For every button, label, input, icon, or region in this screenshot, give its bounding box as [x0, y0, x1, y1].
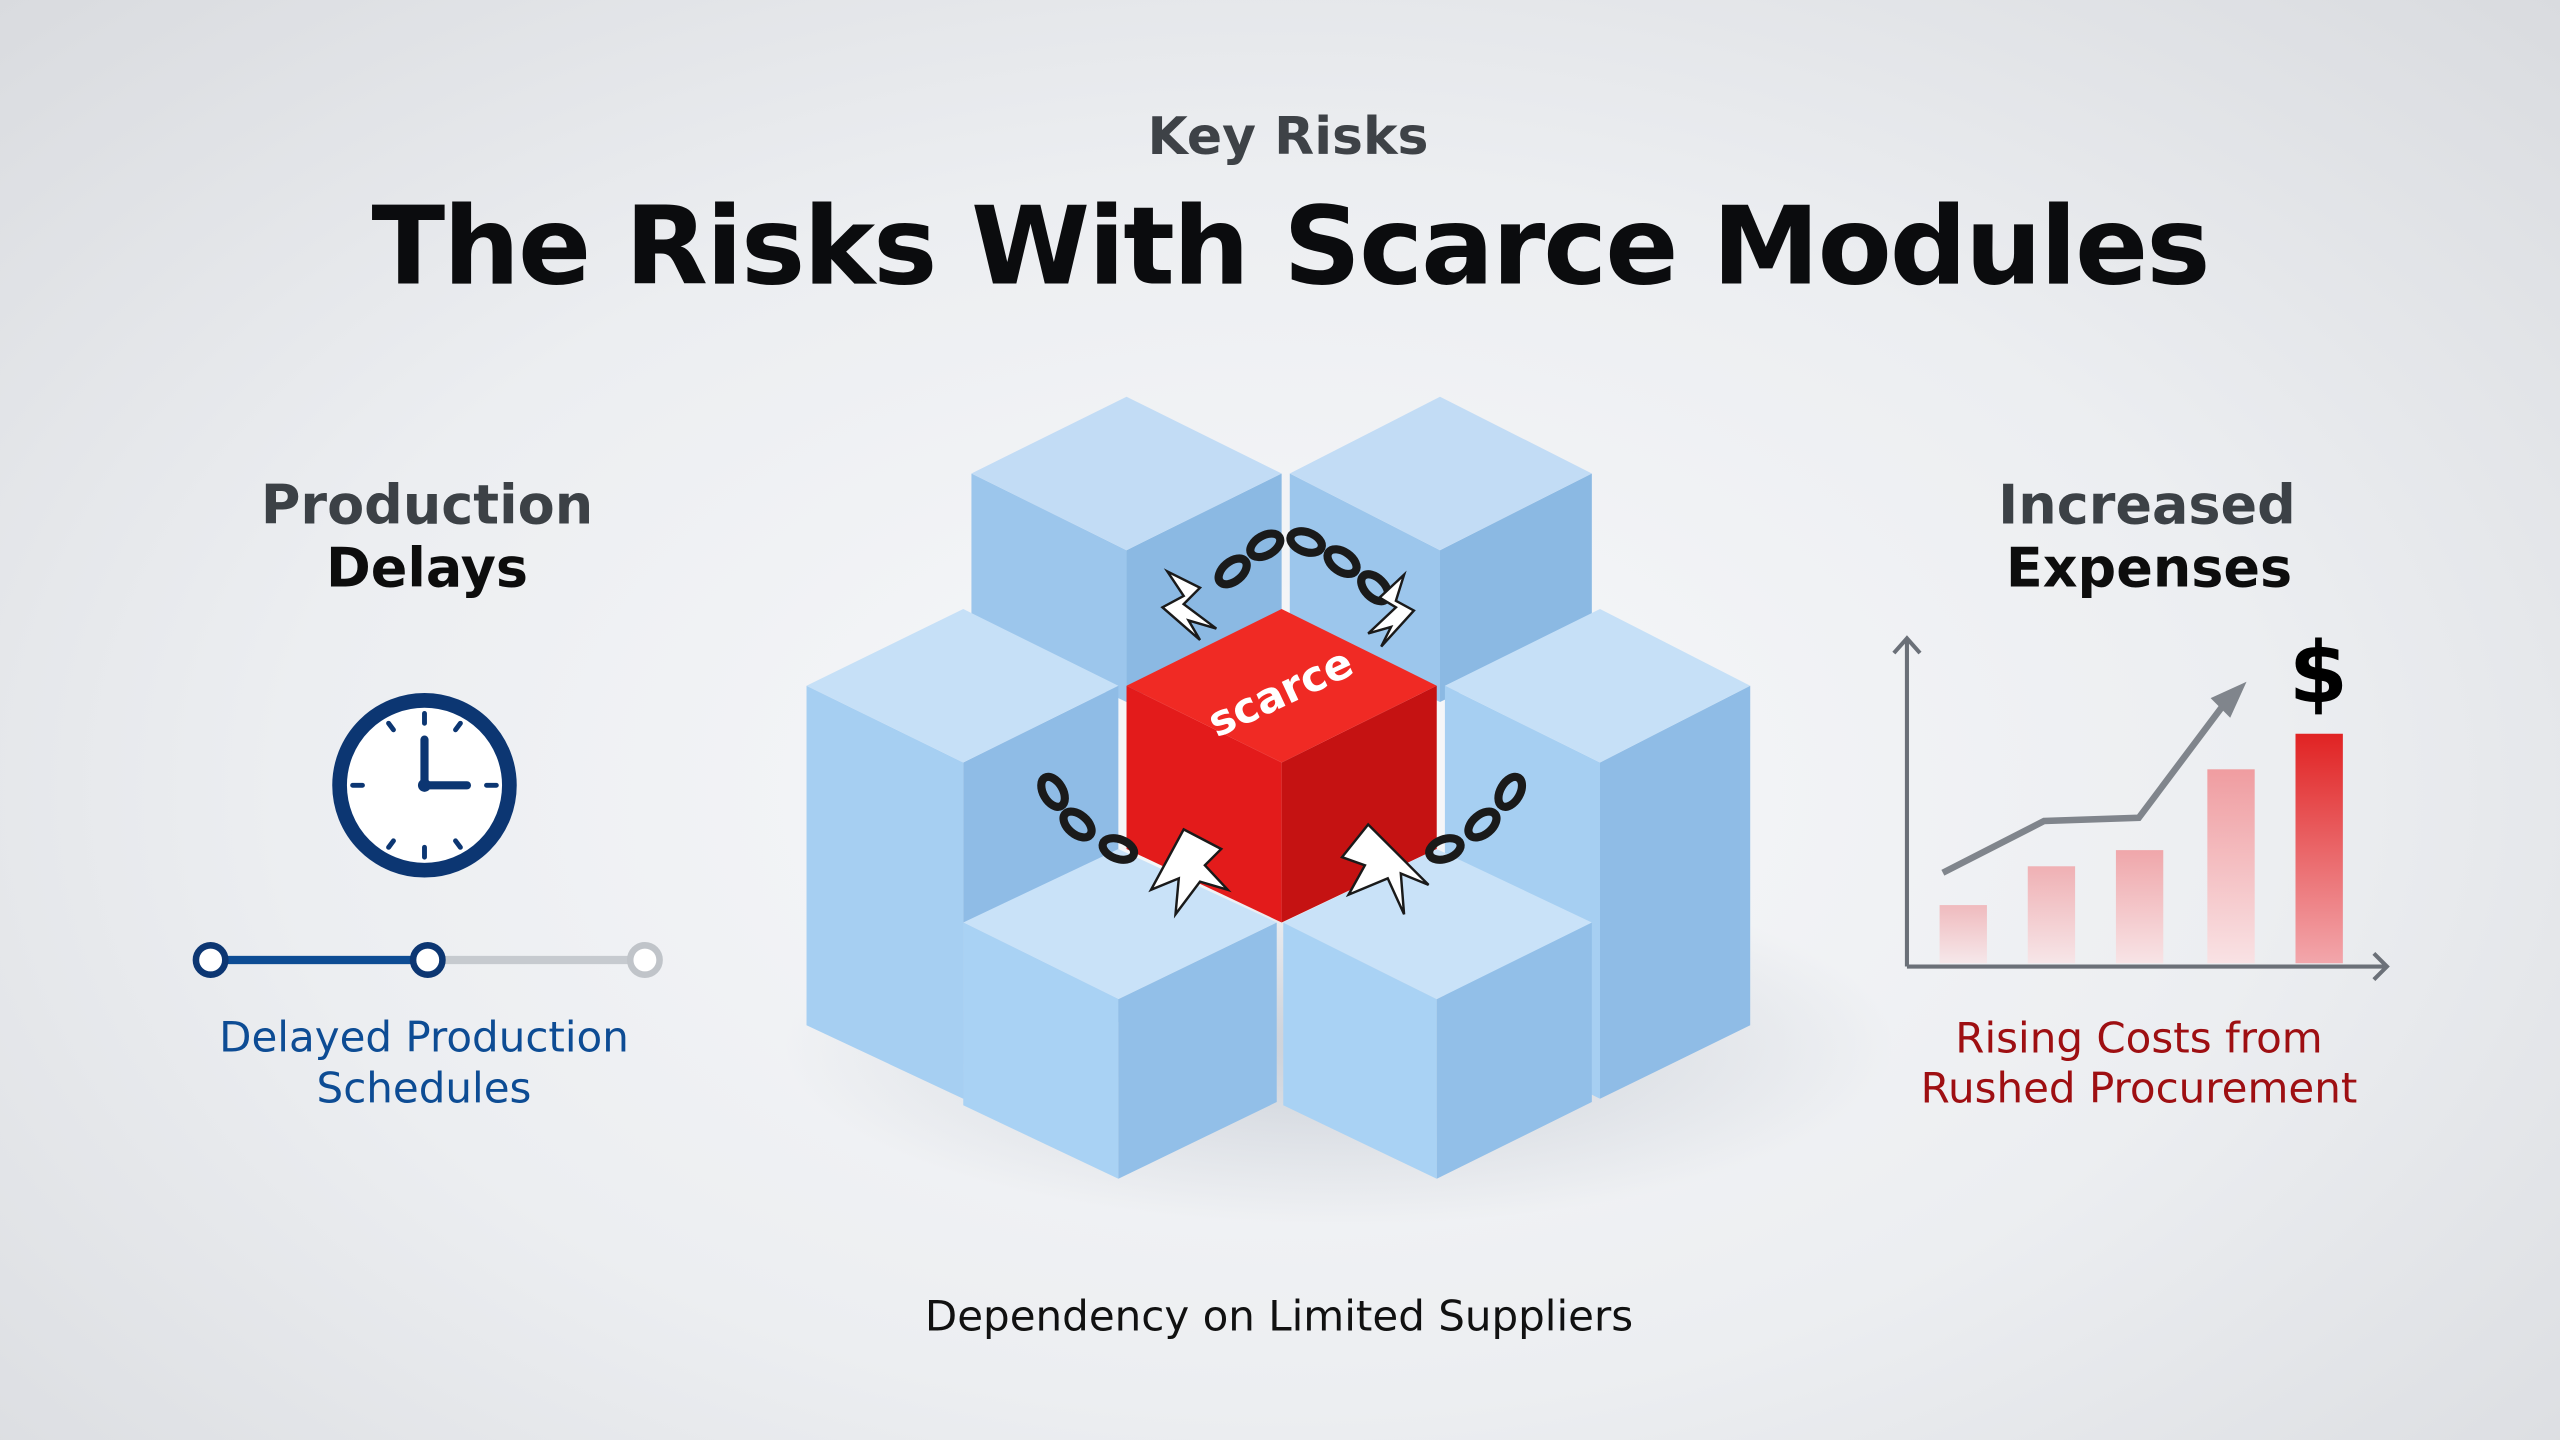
chart-bar — [2295, 733, 2343, 964]
production-heading-line1: Production — [260, 473, 594, 537]
footer-caption: Dependency on Limited Suppliers — [924, 1291, 1634, 1341]
progress-timeline — [192, 942, 663, 978]
module-blocks: scarce — [783, 396, 1894, 1225]
chain-icon — [1037, 527, 1527, 864]
progress-node-end — [626, 942, 663, 978]
cost-caption-line2: Rushed Procurement — [1920, 1063, 2358, 1113]
delay-caption-line2: Schedules — [316, 1063, 532, 1113]
clock-icon — [332, 693, 517, 878]
trend-line — [1941, 702, 2227, 876]
chart-bar — [2207, 769, 2255, 964]
page-title: The Risks With Scarce Modules — [371, 184, 2210, 310]
chart-bar — [2027, 866, 2076, 964]
progress-node-current — [409, 942, 446, 978]
cost-chart: $ — [1892, 624, 2390, 982]
dollar-icon: $ — [2289, 624, 2348, 723]
chart-bar — [1939, 905, 1987, 964]
eyebrow-label: Key Risks — [1147, 107, 1429, 167]
block-front-left — [963, 848, 1277, 1179]
chart-bar — [2115, 850, 2164, 964]
production-heading-line2: Delays — [325, 536, 529, 600]
trend-arrow-head — [2210, 681, 2247, 718]
cost-caption-line1: Rising Costs from — [1955, 1013, 2323, 1063]
expenses-heading-line1: Increased — [1998, 473, 2296, 537]
block-back-left — [971, 396, 1282, 703]
expenses-heading-line2: Expenses — [2005, 536, 2293, 600]
delay-caption-line1: Delayed Production — [219, 1012, 629, 1062]
crack-icon — [1148, 568, 1430, 919]
progress-node-start — [192, 942, 229, 978]
scarce-cube: scarce — [1126, 608, 1437, 923]
